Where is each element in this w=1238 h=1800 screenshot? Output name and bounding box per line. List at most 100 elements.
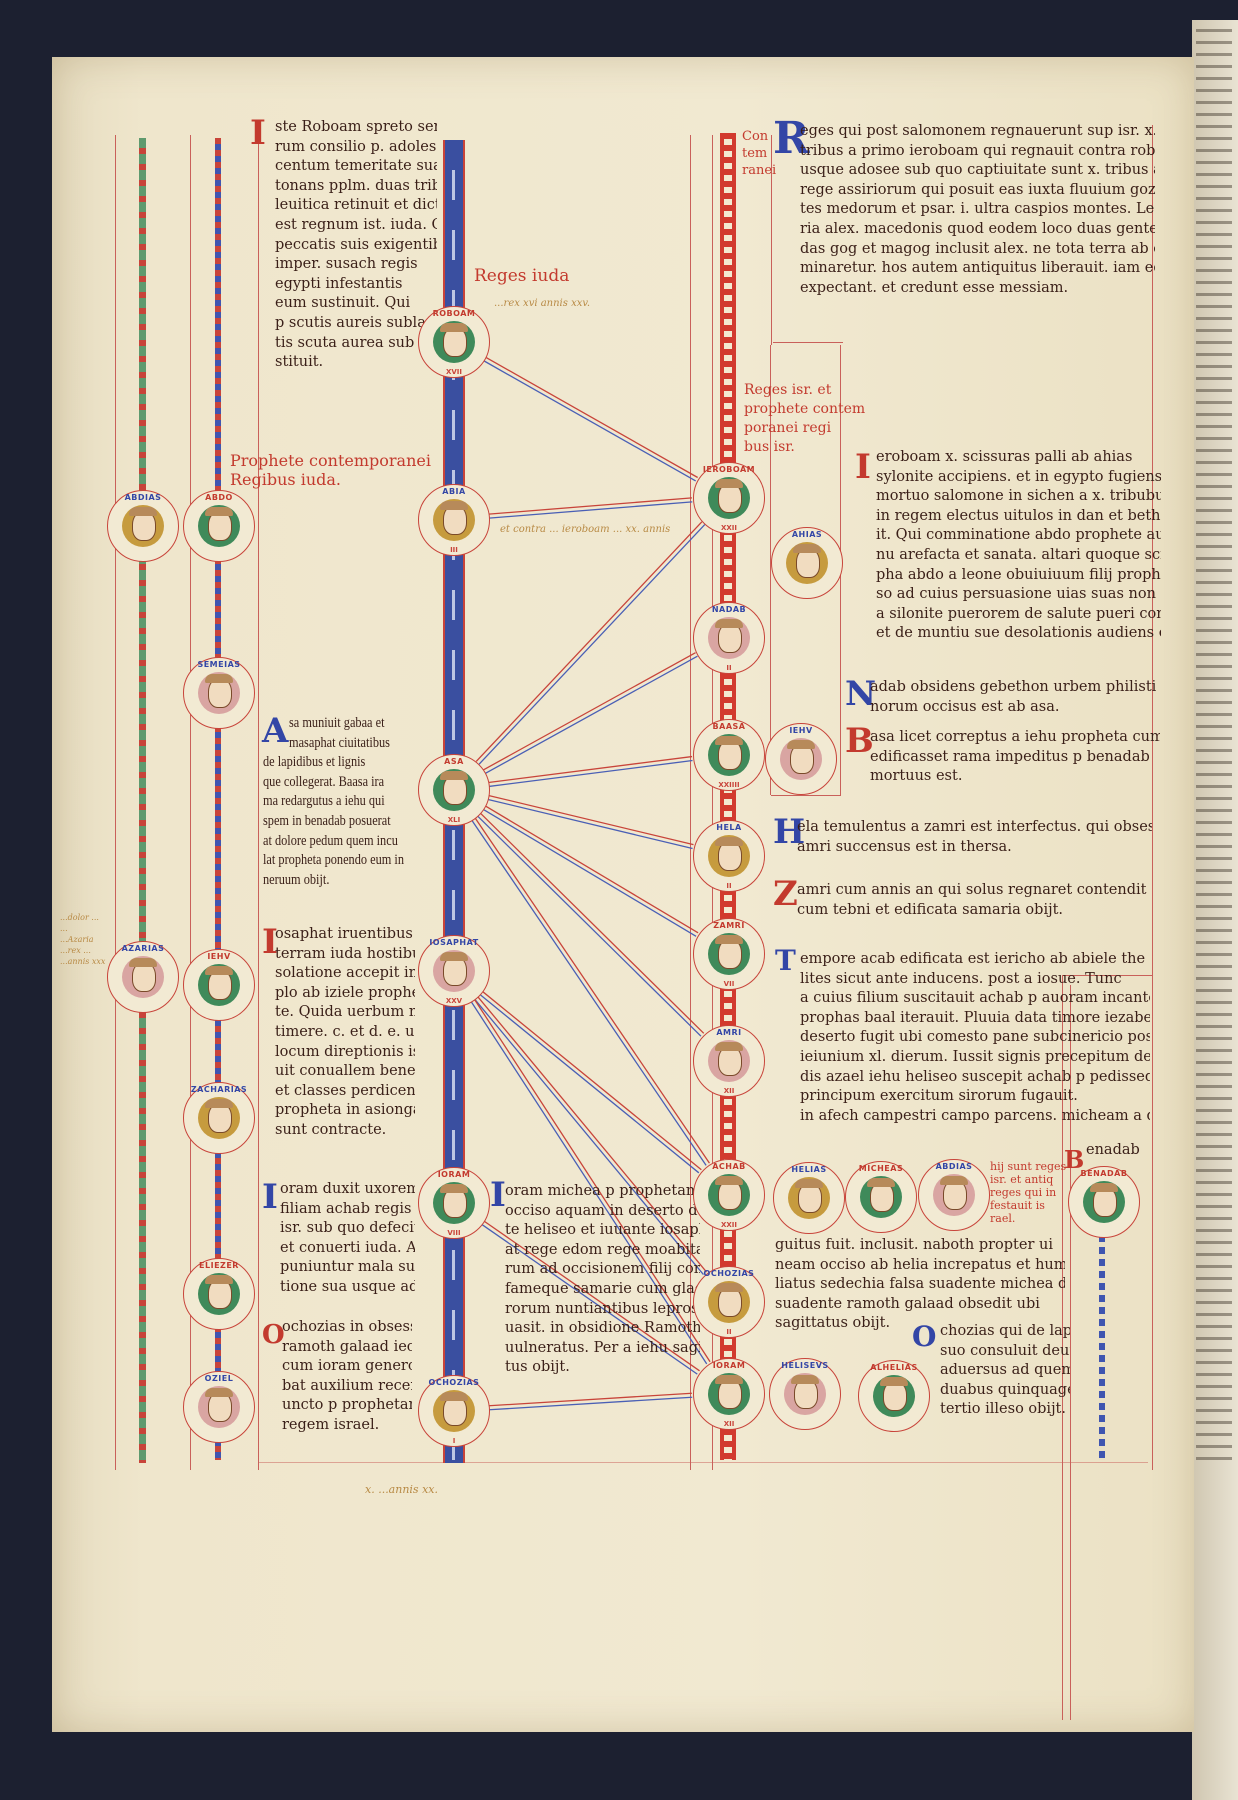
text-line: neam occiso ab helia increpatus et humi	[775, 1256, 1065, 1273]
medallion-oziel[interactable]: OZIEL	[183, 1371, 255, 1443]
medallion-label: ABDIAS	[935, 1162, 973, 1171]
text-zamri: amri cum annis an qui solus regnaret con…	[797, 881, 1152, 920]
ruling-line	[1152, 125, 1153, 1470]
next-page-text-line	[1196, 233, 1232, 236]
initial-t: T	[775, 944, 796, 977]
text-line: propheta in asiongaber	[275, 1102, 415, 1119]
text-line: ramoth galaad iectus est	[282, 1338, 412, 1355]
connector-iosaphat-achab	[481, 990, 702, 1171]
medallion-ahias[interactable]: AHIAS	[771, 527, 843, 599]
next-page-text-line	[1196, 305, 1232, 308]
next-page-text-line	[1196, 449, 1232, 452]
medallion-iehu-prophet[interactable]: IEHV	[765, 723, 837, 795]
medallion-zacharias[interactable]: ZACHARIAS	[183, 1082, 255, 1154]
text-line: isr. sub quo defecit edom	[280, 1220, 415, 1237]
text-line: ria alex. macedonis quod eodem loco duas…	[800, 220, 1155, 237]
next-page-text-line	[1196, 65, 1232, 68]
next-page-text-line	[1196, 977, 1232, 980]
initial-o: O	[262, 1320, 285, 1350]
medallion-helias[interactable]: HELIAS	[773, 1162, 845, 1234]
initial-b: B	[845, 721, 874, 761]
medallion-micheas[interactable]: MICHEAS	[845, 1161, 917, 1233]
text-line: adab obsidens gebethon urbem philisti	[870, 679, 1157, 695]
medallion-label: IORAM	[712, 1361, 746, 1370]
text-line: de lapidibus et lignis	[263, 754, 366, 771]
ruling-line	[115, 135, 116, 1470]
medallion-ioram-israel[interactable]: IORAM XII	[693, 1358, 765, 1430]
text-line: usque adosee sub quo captiuitate sunt x.…	[800, 162, 1155, 179]
medallion-eliezer[interactable]: ELIEZER	[183, 1258, 255, 1330]
initial-i: I	[490, 1175, 506, 1215]
rubric-line: prophete contem	[744, 401, 866, 417]
text-line: cum tebni et edificata samaria obijt.	[797, 901, 1064, 918]
rubric-line: bus isr.	[744, 439, 795, 455]
medallion-label: IEHV	[207, 952, 231, 961]
reign-years: XII	[723, 1420, 735, 1428]
text-line: et de muntiu sue desolationis audiens ob…	[876, 625, 1161, 642]
next-page-text-line	[1196, 785, 1232, 788]
next-page-text-line	[1196, 617, 1232, 620]
medallion-label: HELISEVS	[781, 1361, 829, 1370]
medallion-ahelias[interactable]: ALHELIAS	[858, 1360, 930, 1432]
next-page-text-line	[1196, 1253, 1232, 1256]
medallion-label: AMRI	[716, 1028, 742, 1037]
reign-years: I	[452, 1437, 456, 1445]
text-line: prophas baal iterauit. Pluuia data timor…	[800, 1009, 1150, 1026]
connector-iosaphat-achab	[479, 993, 700, 1174]
next-page-text-line	[1196, 1025, 1232, 1028]
medallion-benadab[interactable]: BENADAB	[1068, 1166, 1140, 1238]
next-page-text-line	[1196, 1013, 1232, 1016]
text-line: ma redargutus a iehu qui	[263, 793, 385, 810]
next-page-text-line	[1196, 1289, 1232, 1292]
text-line: dis azael iehu heliseo suscepit achab p …	[800, 1068, 1150, 1085]
next-page-text-line	[1196, 1097, 1232, 1100]
next-page-text-line	[1196, 1277, 1232, 1280]
medallion-label: ASA	[444, 757, 464, 766]
next-page-text-line	[1196, 533, 1232, 536]
text-line: uncto p prophetam in	[282, 1397, 412, 1414]
text-line: tonans pplm. duas tribus cu	[275, 177, 437, 194]
medallion-label: IOSAPHAT	[429, 938, 479, 947]
connector-asa-hela	[487, 798, 693, 850]
medallion-semeias[interactable]: SEMEIAS	[183, 657, 255, 729]
text-line: est regnum ist. iuda. Qui	[275, 216, 437, 233]
medallion-heliseus[interactable]: HELISEVS	[769, 1358, 841, 1430]
medallion-iehu[interactable]: IEHV	[183, 949, 255, 1021]
text-line: bat auxilium recenti in	[282, 1377, 412, 1394]
next-page-text-line	[1196, 1217, 1232, 1220]
rubric-contemporanei: Con tem ranei	[742, 128, 776, 179]
text-line: aduersus ad quem helie	[940, 1362, 1070, 1379]
medallion-abdias-prophet[interactable]: ABDIAS	[918, 1159, 990, 1231]
note-line: ...annis xxx	[60, 957, 106, 966]
prophets-column-green	[139, 138, 146, 1463]
text-line: uasit. in obsidione Ramoth	[505, 1320, 700, 1337]
rubric-line: isr. et antiq	[990, 1173, 1054, 1186]
rubric-line: Regibus iuda.	[230, 470, 342, 489]
medallion-label: NADAB	[711, 605, 747, 614]
medallion-abdo[interactable]: ABDO	[183, 490, 255, 562]
connector-iosaphat-ochozias	[473, 998, 704, 1276]
margin-note: ...dolor ... ... ...Azaria ...rex ... ..…	[60, 912, 105, 967]
next-page-text-line	[1196, 173, 1232, 176]
medallion-abdias[interactable]: ABDIAS	[107, 490, 179, 562]
text-line: et conuerti iuda. Ab ioram	[280, 1239, 415, 1256]
medallion-azarias[interactable]: AZARIAS	[107, 941, 179, 1013]
medallion-label: ELIEZER	[199, 1261, 239, 1270]
next-page-text-line	[1196, 1205, 1232, 1208]
next-page-text-line	[1196, 989, 1232, 992]
